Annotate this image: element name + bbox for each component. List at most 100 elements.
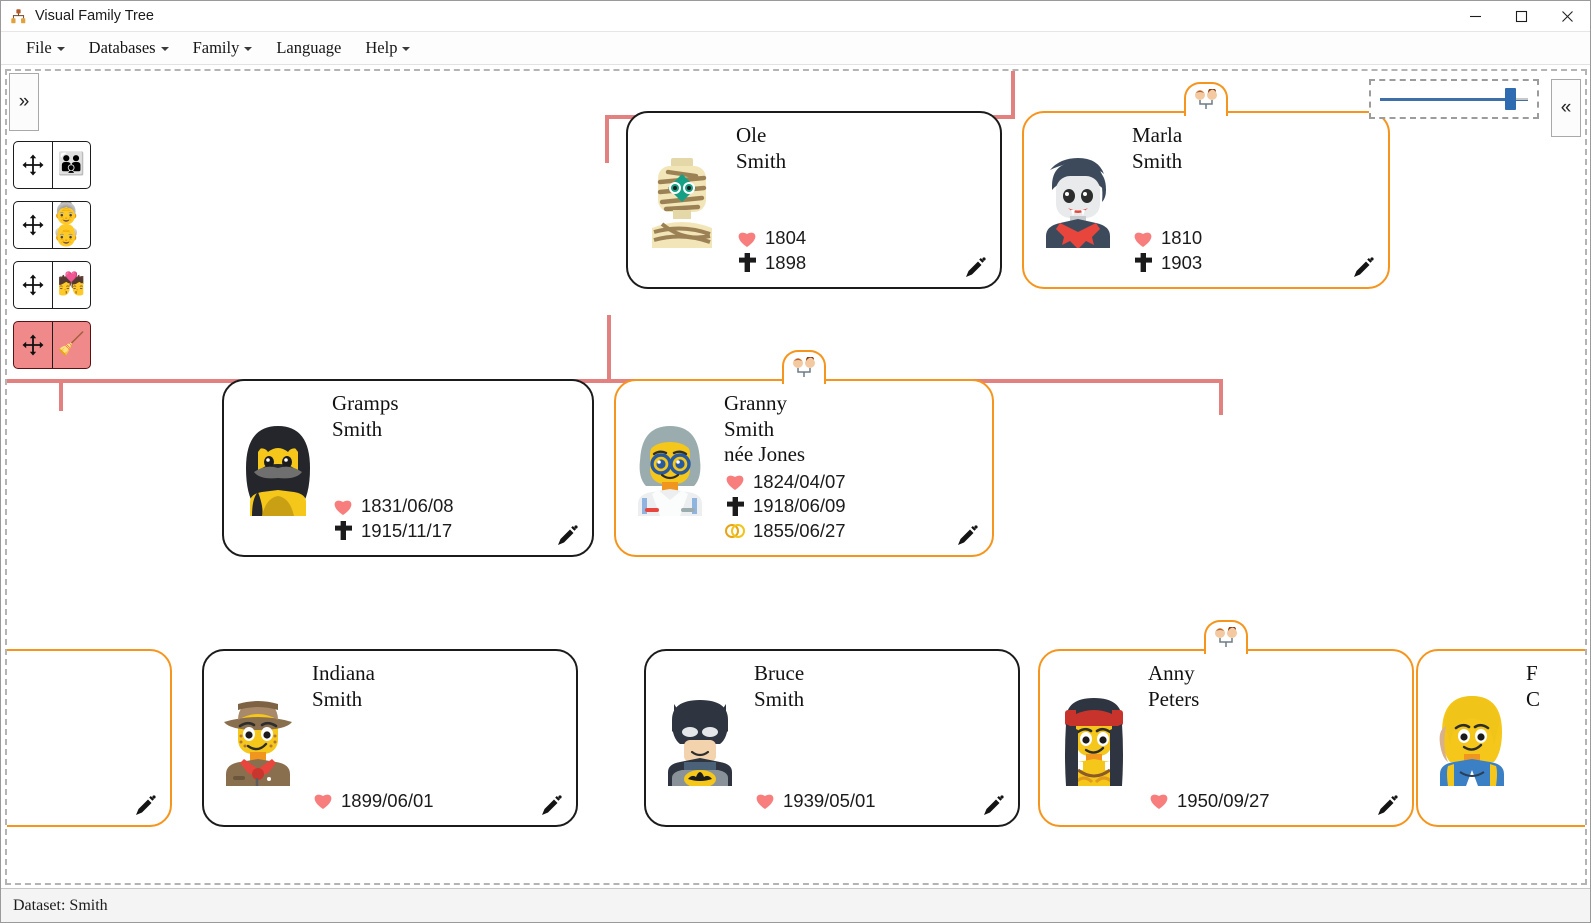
slider-handle[interactable] [1505,88,1517,110]
pencil-icon[interactable] [556,525,578,547]
birth-date: 1824/04/07 [753,470,846,492]
edit-person-button[interactable] [540,795,562,817]
cleanup-tool-button[interactable]: 🧹 [13,321,91,369]
menu-family[interactable]: Family [182,35,264,62]
family-tree-badge[interactable] [782,350,826,384]
zoom-slider[interactable] [1380,88,1528,110]
person-avatar [656,661,744,815]
expand-sidebar-button[interactable]: » [9,73,39,131]
tool-move-handle[interactable] [14,262,53,308]
person-last-name: C [1526,686,1541,711]
heart-icon [314,794,332,810]
pencil-icon[interactable] [956,525,978,547]
couple-tool-button[interactable]: 💏 [13,261,91,309]
birth-date-row: 1824/04/07 [724,470,980,494]
tool-icon-half[interactable]: 👪 [53,142,91,188]
birth-date-row: 1810 [1132,226,1376,250]
pencil-icon[interactable] [964,257,986,279]
chevron-down-icon [56,46,65,51]
family-tree-badge-icon [1215,627,1237,647]
heart-icon [332,497,354,516]
person-card[interactable] [7,649,172,827]
person-last-name: Smith [312,686,363,711]
tool-icon-half[interactable]: 💏 [53,262,91,308]
heart-icon [754,791,776,810]
person-first-name: Gramps [332,391,399,415]
window-title: Visual Family Tree [35,8,154,24]
heart-icon [334,500,352,515]
birth-date-row: 1950/09/27 [1148,789,1400,813]
pencil-icon[interactable] [1352,257,1374,279]
move-cross-icon [22,154,44,176]
birth-date-row: 1939/05/01 [754,789,1006,813]
tool-icon-half[interactable]: 👵👴 [53,202,91,248]
edit-person-button[interactable] [1376,795,1398,817]
pencil-icon[interactable] [982,795,1004,817]
heart-icon [726,476,744,491]
edit-person-button[interactable] [956,525,978,547]
menu-label: Help [365,37,398,57]
pencil-icon[interactable] [1376,795,1398,817]
close-button[interactable] [1544,1,1590,32]
zoom-control[interactable] [1369,79,1539,119]
birth-date: 1810 [1161,227,1203,249]
birth-date: 1804 [765,227,807,249]
person-last-name: Smith [724,416,775,441]
menu-language[interactable]: Language [265,35,352,62]
tool-palette: 👪 👵👴 💏 🧹 [13,141,91,369]
person-first-name: Marla [1132,123,1183,147]
tool-icon-half[interactable]: 🧹 [53,322,91,368]
person-avatar [626,391,714,545]
edit-person-button[interactable] [134,795,156,817]
tool-move-handle[interactable] [14,322,53,368]
menu-databases[interactable]: Databases [78,35,180,62]
pencil-icon[interactable] [540,795,562,817]
couple-tool-icon: 💏 [57,272,85,297]
grandparents-tool-icon: 👵👴 [52,201,80,248]
family-tool-button[interactable]: 👪 [13,141,91,189]
edit-person-button[interactable] [1352,257,1374,279]
edit-person-button[interactable] [982,795,1004,817]
tool-move-handle[interactable] [14,142,53,188]
heart-icon [724,472,746,491]
person-dates [1526,813,1585,815]
family-tree-badge[interactable] [1184,82,1228,116]
minimize-button[interactable] [1452,1,1498,32]
slider-track-remainder [1514,98,1528,100]
status-bar: Dataset: Smith [1,888,1590,922]
tool-move-handle[interactable] [14,202,53,248]
edit-person-button[interactable] [556,525,578,547]
marriage-date: 1855/06/27 [753,519,846,541]
heart-icon [312,791,334,810]
pencil-icon[interactable] [134,795,156,817]
person-first-name: Indiana [312,661,375,685]
dataset-label: Dataset: Smith [13,896,108,914]
heart-icon [1150,794,1168,810]
grandparents-tool-button[interactable]: 👵👴 [13,201,91,249]
menu-file[interactable]: File [15,35,76,62]
edit-person-button[interactable] [964,257,986,279]
menu-help[interactable]: Help [354,35,421,62]
family-tool-icon: 👪 [57,152,85,177]
person-last-name: Smith [332,416,383,441]
person-dates: 1950/09/27 [1148,789,1400,815]
maximize-button[interactable] [1498,1,1544,32]
family-tree-badge[interactable] [1204,620,1248,654]
person-last-name: Smith [1132,148,1183,173]
person-first-name: Granny [724,391,787,415]
collapse-panel-button[interactable]: « [1551,79,1581,137]
